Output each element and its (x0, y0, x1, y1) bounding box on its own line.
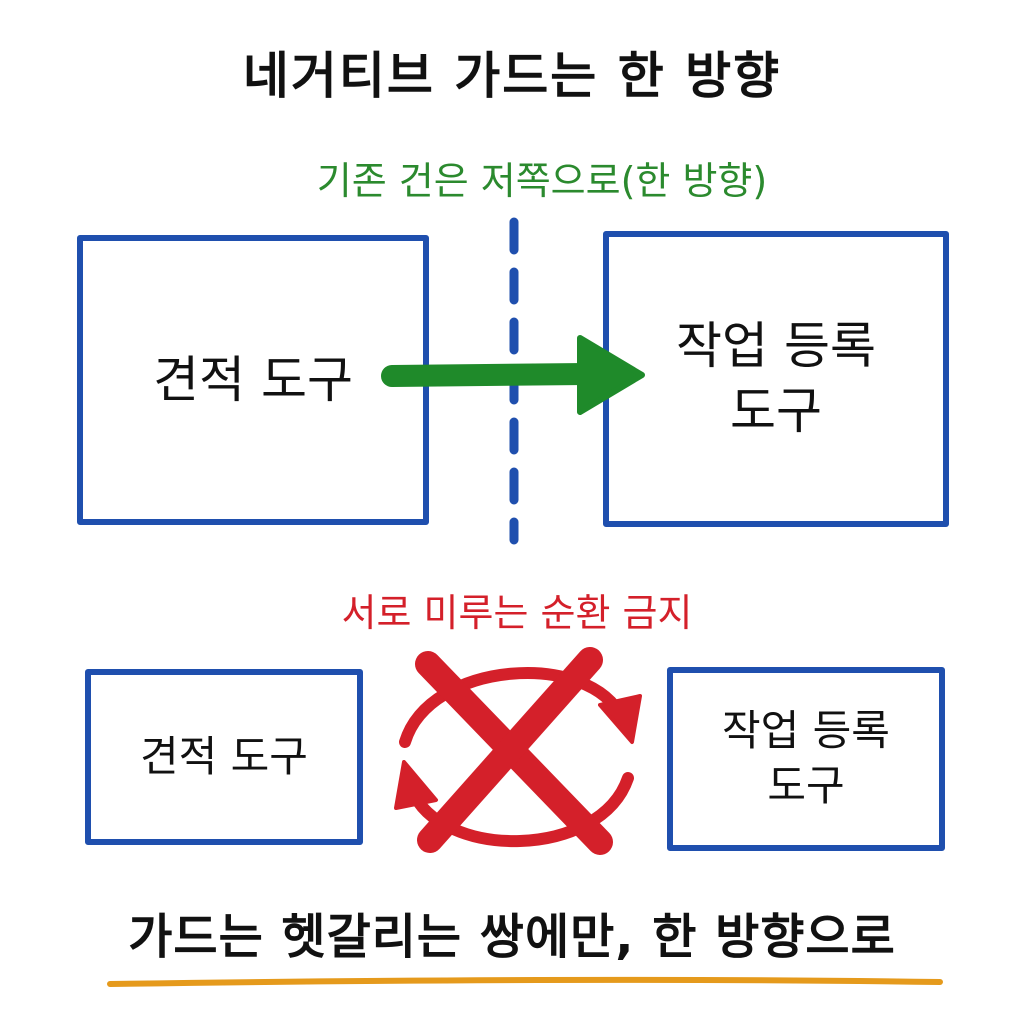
top-right-box-label-line2: 도구 (730, 382, 822, 440)
top-right-box-label-container: 작업 등록 도구 (606, 234, 946, 524)
right-arrow-icon (381, 335, 645, 415)
cross-x-icon (415, 647, 613, 855)
conclusion-text: 가드는 헷갈리는 쌍에만, 한 방향으로 (128, 909, 896, 965)
top-left-box-label: 견적 도구 (153, 350, 353, 409)
diagram-title: 네거티브 가드는 한 방향 (242, 47, 782, 105)
bottom-right-box-label-line2: 도구 (767, 761, 845, 810)
no-cycle-caption: 서로 미루는 순환 금지 (341, 591, 693, 635)
bottom-left-box-label-container: 견적 도구 (88, 672, 360, 842)
bottom-right-box-label-container: 작업 등록 도구 (670, 670, 942, 848)
one-way-caption: 기존 건은 저쪽으로(한 방향) (316, 159, 768, 203)
bottom-left-box-label: 견적 도구 (140, 731, 308, 781)
cycle-arrows-icon (394, 667, 642, 847)
bottom-right-box (667, 667, 945, 851)
top-left-box-label-container: 견적 도구 (80, 238, 426, 522)
top-right-box-label-line1: 작업 등록 (676, 317, 876, 375)
conclusion-underline (107, 976, 943, 987)
bottom-left-box (85, 669, 363, 845)
bottom-right-box-label-line1: 작업 등록 (722, 706, 890, 756)
